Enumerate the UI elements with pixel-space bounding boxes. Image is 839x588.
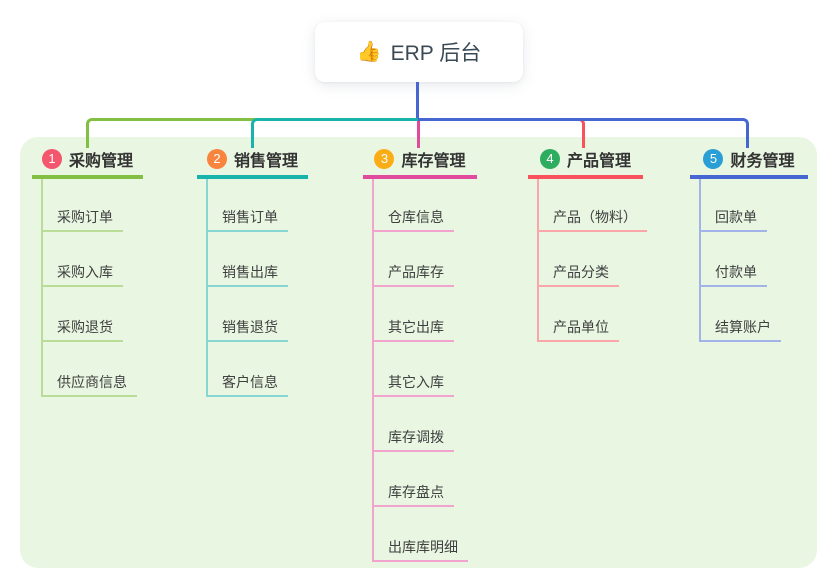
- children-connector-line: [372, 179, 374, 562]
- branch-label: 销售管理: [233, 153, 298, 170]
- child-node[interactable]: 出库库明细: [372, 540, 468, 562]
- child-node[interactable]: 库存盘点: [372, 485, 454, 507]
- branch-label: 产品管理: [566, 153, 631, 170]
- child-node[interactable]: 客户信息: [206, 375, 288, 397]
- child-node[interactable]: 其它出库: [372, 320, 454, 342]
- child-node[interactable]: 销售出库: [206, 265, 288, 287]
- child-node[interactable]: 供应商信息: [41, 375, 137, 397]
- child-node[interactable]: 仓库信息: [372, 210, 454, 232]
- branch-label: 财务管理: [730, 153, 795, 170]
- branch-number-badge: 3: [374, 149, 395, 169]
- children-connector-line: [699, 179, 701, 342]
- children-connector-line: [537, 179, 539, 342]
- branch-number-badge: 1: [41, 149, 62, 169]
- child-node[interactable]: 其它入库: [372, 375, 454, 397]
- branch-title-finance[interactable]: 5 财务管理: [690, 146, 808, 179]
- connector-branch-5: [418, 118, 749, 148]
- branch-label: 采购管理: [68, 153, 133, 170]
- children-connector-line: [206, 179, 208, 397]
- child-node[interactable]: 采购退货: [41, 320, 123, 342]
- root-node[interactable]: 👍 ERP 后台: [315, 22, 523, 82]
- branch-sales: 2 销售管理 销售订单 销售出库 销售退货 客户信息: [197, 146, 308, 397]
- child-node[interactable]: 结算账户: [699, 320, 781, 342]
- branch-title-product[interactable]: 4 产品管理: [528, 146, 643, 179]
- child-node[interactable]: 产品单位: [537, 320, 619, 342]
- child-node[interactable]: 销售退货: [206, 320, 288, 342]
- child-node[interactable]: 产品分类: [537, 265, 619, 287]
- thumbs-up-icon: 👍: [356, 41, 382, 63]
- child-node[interactable]: 产品（物料）: [537, 210, 647, 232]
- branch-inventory: 3 库存管理 仓库信息 产品库存 其它出库 其它入库 库存调拨 库存盘点 出库库…: [363, 146, 477, 562]
- branch-title-inventory[interactable]: 3 库存管理: [363, 146, 477, 179]
- branch-title-sales[interactable]: 2 销售管理: [197, 146, 308, 179]
- branch-finance: 5 财务管理 回款单 付款单 结算账户: [690, 146, 808, 342]
- branch-procurement: 1 采购管理 采购订单 采购入库 采购退货 供应商信息: [32, 146, 143, 397]
- connector-branch-3: [417, 121, 420, 148]
- branch-label: 库存管理: [401, 153, 466, 170]
- branches-panel: [20, 137, 817, 568]
- branch-product: 4 产品管理 产品（物料） 产品分类 产品单位: [528, 146, 647, 342]
- child-node[interactable]: 采购订单: [41, 210, 123, 232]
- children-connector-line: [41, 179, 43, 397]
- branch-number-badge: 5: [703, 149, 724, 169]
- connector-branch-2: [251, 118, 418, 148]
- branch-title-procurement[interactable]: 1 采购管理: [32, 146, 143, 179]
- branch-number-badge: 2: [206, 149, 227, 169]
- child-node[interactable]: 回款单: [699, 210, 767, 232]
- child-node[interactable]: 库存调拨: [372, 430, 454, 452]
- root-connector-line: [416, 82, 419, 118]
- branch-number-badge: 4: [539, 149, 560, 169]
- child-node[interactable]: 产品库存: [372, 265, 454, 287]
- child-node[interactable]: 付款单: [699, 265, 767, 287]
- root-label: ERP 后台: [390, 42, 482, 65]
- child-node[interactable]: 销售订单: [206, 210, 288, 232]
- child-node[interactable]: 采购入库: [41, 265, 123, 287]
